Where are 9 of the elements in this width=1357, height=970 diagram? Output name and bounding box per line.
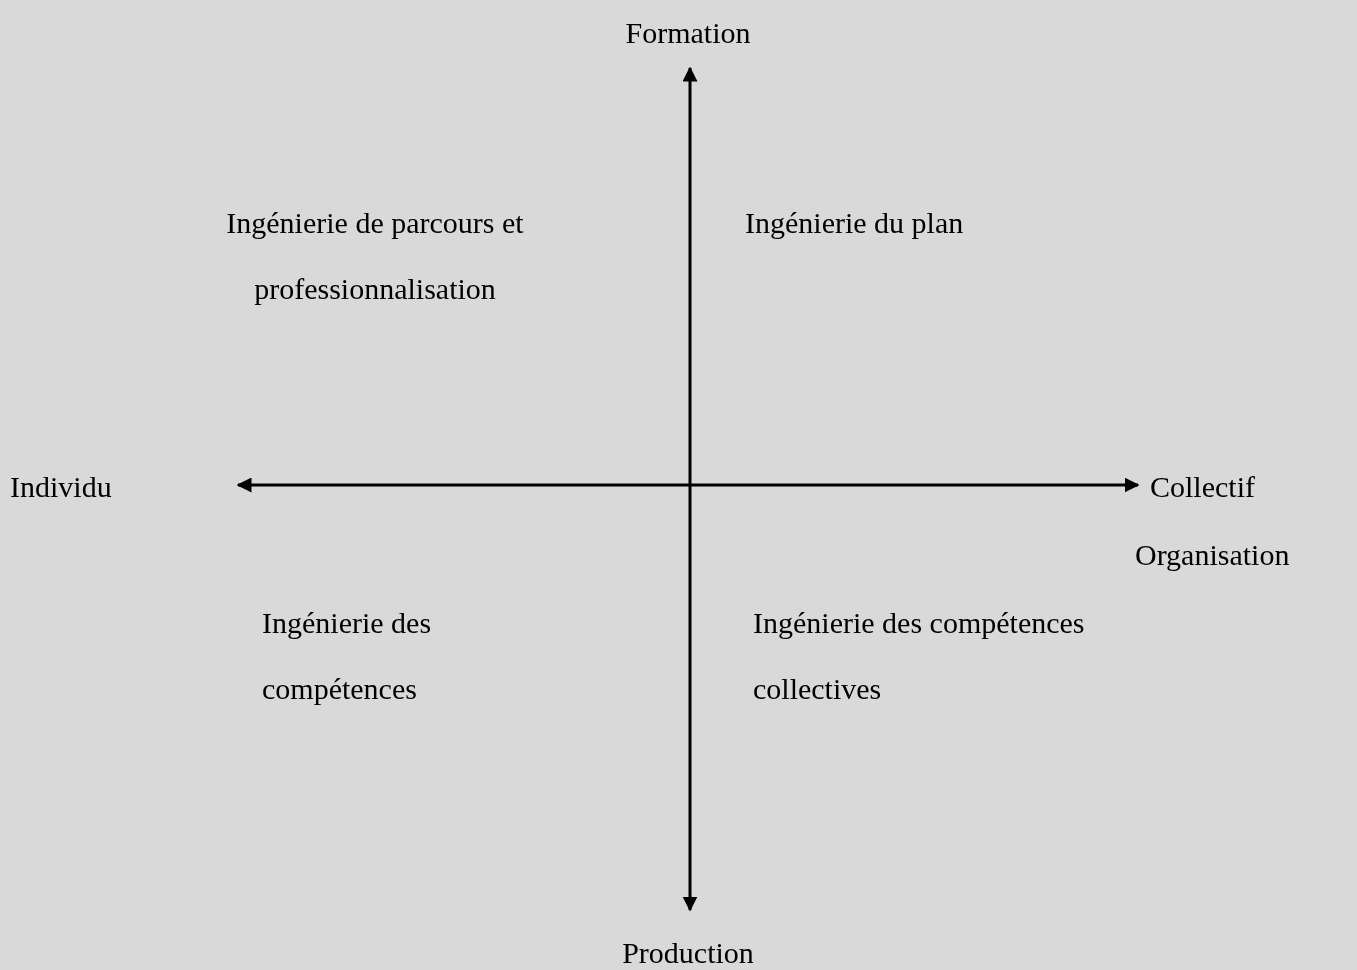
axis-label: Formation xyxy=(625,16,751,49)
quadrant-label: Ingénierie de parcours et professionnalisation xyxy=(226,206,524,305)
quadrant-label: Ingénierie du plan xyxy=(745,206,964,239)
axis-label: Collectif xyxy=(1150,470,1255,503)
axis-label: Individu xyxy=(10,470,112,503)
axis-label: Organisation xyxy=(1135,538,1290,571)
axis-label: Production xyxy=(622,936,754,969)
quadrant-label: Ingénierie des compétences xyxy=(262,606,432,705)
quadrant-label: Ingénierie des compétences collectives xyxy=(753,606,1085,705)
